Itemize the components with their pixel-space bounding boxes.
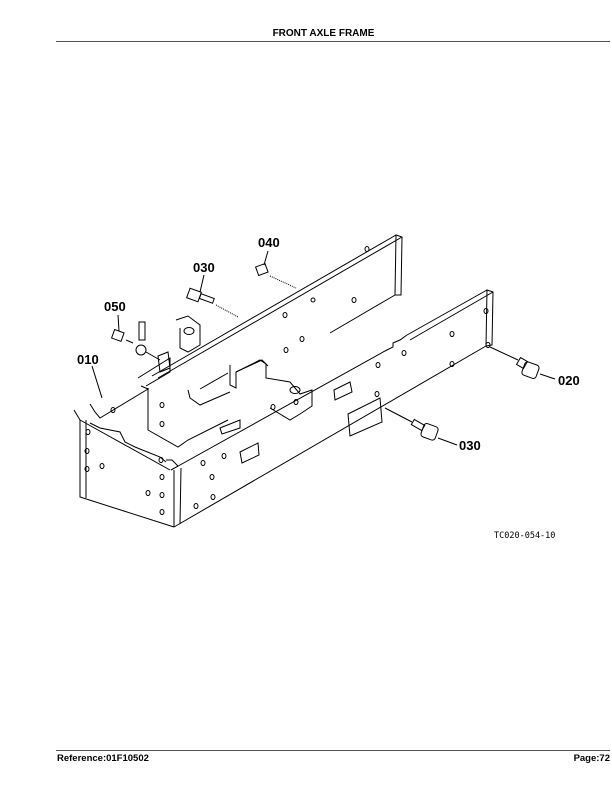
front-rail [170,289,494,528]
callout-010: 010 [77,352,99,367]
header-divider [56,41,610,42]
footer-divider [56,750,610,751]
page-number: Page:72 [573,753,610,764]
callout-030-front: 030 [459,438,481,453]
bolt-030-front [384,407,458,446]
grease-fitting [135,321,161,361]
front-crossmember [73,357,231,528]
callout-050: 050 [104,299,126,314]
callout-040: 040 [258,235,280,250]
page-title: FRONT AXLE FRAME [272,28,375,39]
frame-holes [84,246,491,515]
callout-030-rear: 030 [193,260,215,275]
bolt-050 [110,328,134,344]
reference-label: Reference:01F10502 [57,753,149,764]
rear-rail [151,234,403,390]
leader-lines [91,250,269,399]
bolt-020 [489,346,556,380]
callout-020: 020 [558,373,580,388]
figure-code: TC020-054-10 [494,531,555,541]
bolt-040 [254,262,297,289]
center-bracket [157,315,383,464]
bolt-030-rear [186,287,239,318]
